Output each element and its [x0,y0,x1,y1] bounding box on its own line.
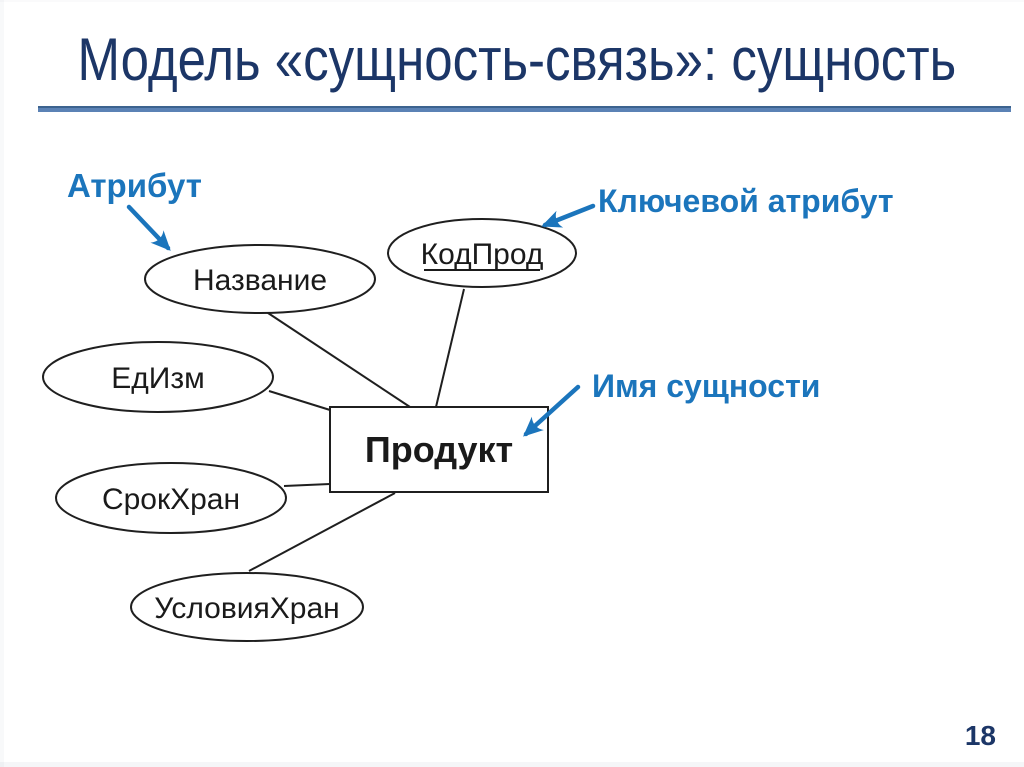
key-attribute-pointer-arrow-icon [541,203,596,228]
title-divider [38,106,1011,112]
connector-nazvanie-line [264,310,411,408]
page-title: Модель «сущность-связь»: сущность [0,30,1024,90]
attribute-label-usloviyahran: УсловияХран [154,592,339,625]
page-title-text: Модель «сущность-связь»: сущность [77,26,957,93]
connector-srokhran-line [283,483,331,487]
attribute-label-edizm: ЕдИзм [111,362,204,395]
attribute-ellipse-nazvanie [144,244,376,314]
attribute-pointer-arrow-icon [126,204,171,251]
attribute-ellipse-srokhran [55,462,287,534]
entity-name-pointer-arrow-icon [523,384,581,437]
connector-edizm-line [268,390,331,411]
entity-label-produkt: Продукт [365,429,513,470]
entity-rect-produkt [329,406,549,493]
attribute-ellipse-edizm [42,341,274,413]
attribute-ellipse-usloviyahran [130,572,364,642]
attribute-label-srokhran: СрокХран [102,483,240,516]
attribute-label-kodprod: КодПрод [421,238,544,271]
connector-kodprod-line [435,288,465,408]
annotation-entity-name: Имя сущности [592,368,820,404]
page-number: 18 [964,720,996,751]
connector-usloviyahran-line [248,492,396,572]
annotation-attribute: Атрибут [67,167,202,204]
annotation-key-attribute: Ключевой атрибут [598,183,894,219]
attribute-label-nazvanie: Название [193,264,327,297]
